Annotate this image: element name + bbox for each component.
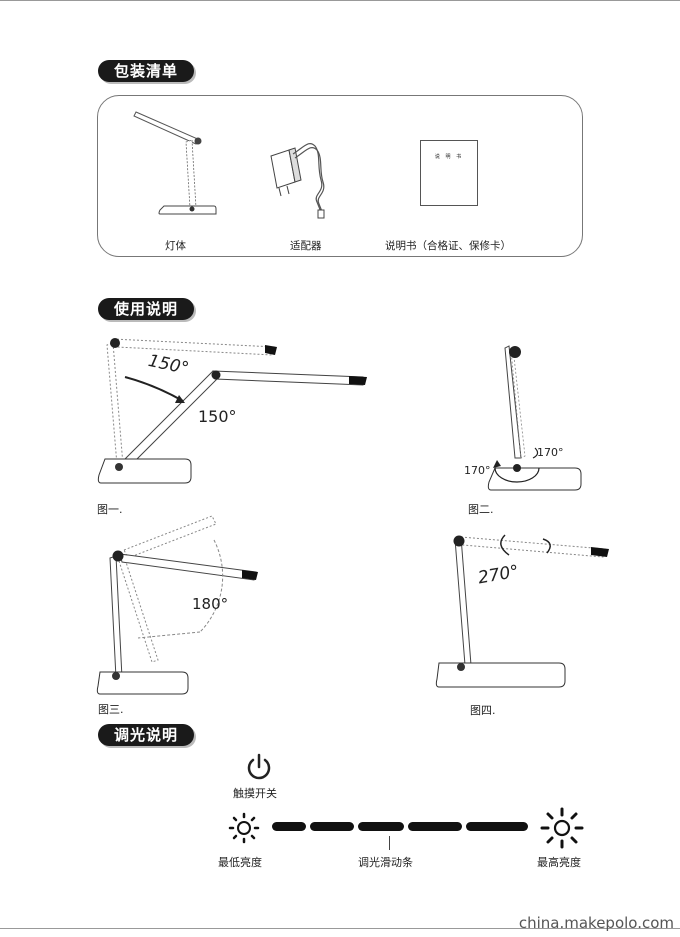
item-label-adapter: 适配器: [290, 240, 322, 252]
angle-label-fig3: 180°: [192, 595, 229, 613]
figure-2-caption: 图二.: [468, 503, 494, 516]
section-title-usage: 使用说明: [98, 298, 195, 320]
top-border: [0, 0, 680, 1]
manual-cover-text: 说 明 书: [434, 154, 464, 160]
power-icon: [247, 753, 271, 780]
figure-4-caption: 图四.: [470, 704, 496, 717]
touch-switch-label: 触摸开关: [233, 787, 277, 800]
angle-label-fig2-left: 170°: [464, 464, 491, 477]
figure-3-diagram: [96, 515, 258, 695]
slider-pointer-line: [389, 836, 390, 850]
slider-segment: [358, 822, 404, 831]
dimming-slider[interactable]: [272, 822, 530, 832]
slider-segment: [272, 822, 306, 831]
watermark: china.makepolo.com: [518, 914, 674, 932]
adapter-illustration: [270, 142, 325, 219]
highest-brightness-label: 最高亮度: [537, 856, 581, 869]
slider-segment: [310, 822, 354, 831]
sun-high-icon: [540, 807, 584, 849]
packing-list-box: [97, 95, 583, 257]
slider-segment: [466, 822, 528, 831]
angle-label-fig2-right: 170°: [537, 446, 564, 459]
figure-2-diagram: [487, 345, 582, 491]
manual-illustration: 说 明 书: [420, 140, 478, 206]
item-label-manual: 说明书（合格证、保修卡）: [385, 240, 511, 252]
bottom-border: [0, 928, 680, 929]
slider-segment: [408, 822, 462, 831]
figure-3-caption: 图三.: [98, 703, 124, 716]
figure-1-diagram: [97, 338, 367, 484]
lowest-brightness-label: 最低亮度: [218, 856, 262, 869]
sun-low-icon: [228, 812, 260, 844]
section-title-packing-list: 包装清单: [98, 60, 195, 82]
lamp-illustration: [133, 111, 217, 215]
section-title-dimming: 调光说明: [98, 724, 195, 746]
angle-label-fig1-arm: 150°: [198, 407, 237, 426]
figure-1-caption: 图一.: [97, 503, 123, 516]
figure-4-diagram: [435, 534, 609, 688]
item-label-lamp: 灯体: [165, 240, 186, 252]
slider-label: 调光滑动条: [358, 856, 413, 869]
